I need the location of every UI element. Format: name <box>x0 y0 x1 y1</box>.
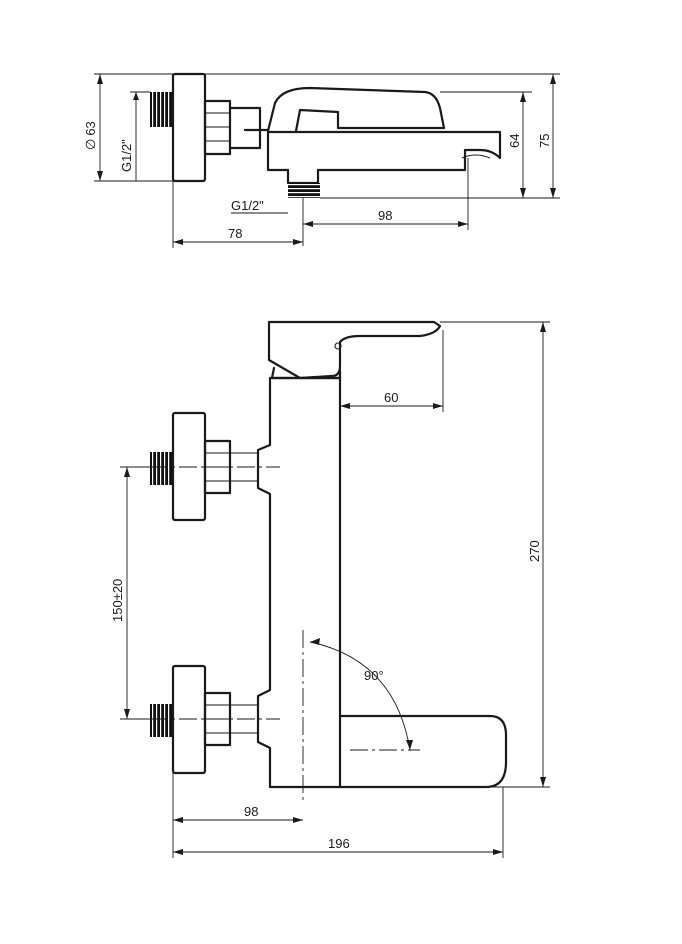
total-height-label: 270 <box>527 540 542 562</box>
connector-stub <box>228 106 262 150</box>
front-lever <box>267 320 442 380</box>
hex-nut <box>203 99 232 156</box>
outlet-thread-label: G1/2" <box>231 198 264 213</box>
outlet-thread <box>288 183 320 198</box>
inlet-spacing-label: 150±20 <box>110 579 125 622</box>
spout-outlet <box>461 154 491 159</box>
spout-offset-label: 98 <box>244 804 258 819</box>
lever-handle <box>266 86 446 133</box>
side-view: ∅63 G1/2" 64 75 G1/2" 98 <box>83 72 560 248</box>
valve-column <box>256 376 342 789</box>
height-75-label: 75 <box>537 134 552 148</box>
height-64-label: 64 <box>507 134 522 148</box>
spout-reach-label: 98 <box>378 208 392 223</box>
inlet-thread <box>150 92 172 127</box>
front-view: 60 270 150±20 90° 98 196 <box>110 320 550 858</box>
wall-depth-label: 78 <box>228 226 242 241</box>
rotation-angle-label: 90° <box>364 668 384 683</box>
lever-reach-label: 60 <box>384 390 398 405</box>
wall-flange <box>171 72 207 183</box>
inlet-thread-label: G1/2" <box>119 139 134 172</box>
lower-inlet <box>150 664 258 775</box>
rotation-arc <box>309 641 411 751</box>
diameter-label: ∅63 <box>83 121 98 150</box>
upper-inlet <box>150 411 258 522</box>
lever-pivot <box>334 342 342 350</box>
front-spout <box>338 714 508 789</box>
valve-body <box>243 128 502 185</box>
total-width-label: 196 <box>328 836 350 851</box>
